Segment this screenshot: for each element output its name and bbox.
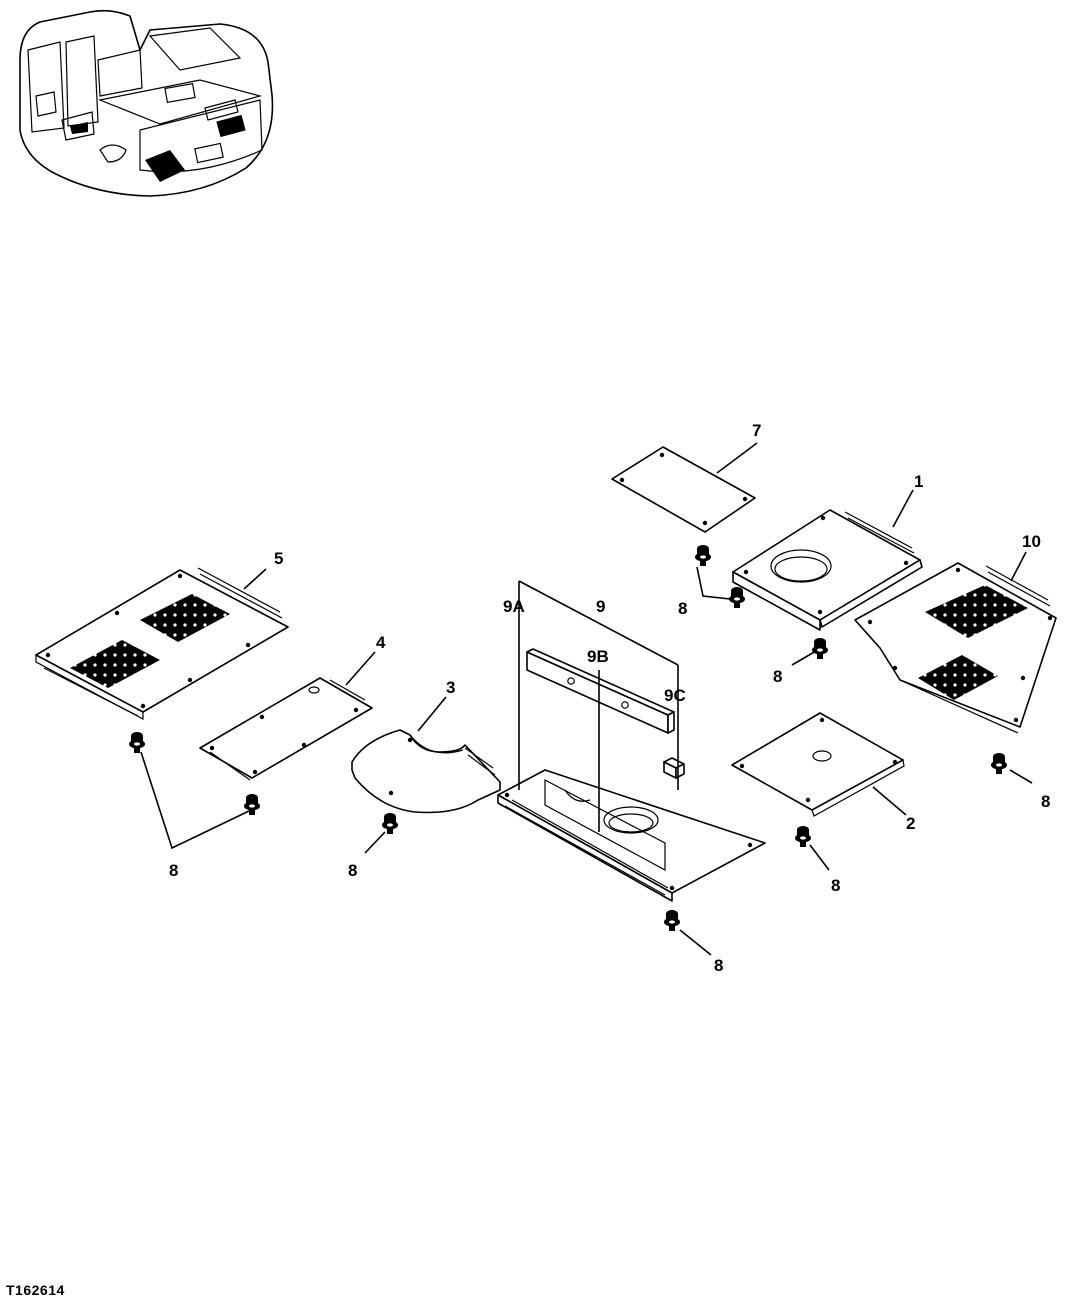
callout-3: 3 [446, 678, 455, 697]
flange-bolt-icon [129, 732, 145, 753]
figure-id: T162614 [6, 1282, 65, 1298]
callout-1: 1 [914, 472, 923, 491]
callout-4: 4 [376, 633, 386, 652]
part-9b-bar [526, 648, 675, 734]
callout-8-part10-left: 8 [773, 667, 782, 686]
part-2-cover-plate [731, 712, 905, 817]
part-9c-block [663, 757, 685, 779]
part-3-shaped-cover [351, 729, 501, 814]
callout-8-part1: 8 [678, 599, 687, 618]
part-9a-floor-plate [497, 769, 766, 902]
callout-9b: 9B [587, 647, 609, 666]
callout-7: 7 [752, 421, 761, 440]
callout-8-part2: 8 [831, 876, 840, 895]
callout-8-parts-4-5: 8 [169, 861, 178, 880]
callout-10: 10 [1022, 532, 1041, 551]
part-7-cover [611, 446, 756, 533]
excavator-cab-overview-icon [19, 9, 274, 197]
callout-5: 5 [274, 549, 283, 568]
part-4-cover-plate [199, 677, 373, 781]
callout-8-part10: 8 [1041, 792, 1050, 811]
flange-bolt-icon [991, 753, 1007, 774]
callout-8-part3: 8 [348, 861, 357, 880]
flange-bolt-icon [664, 910, 680, 931]
part-5-floor-plate-grille [35, 567, 289, 720]
flange-bolt-icon [695, 545, 711, 566]
flange-bolt-icon [795, 826, 811, 847]
callout-9a: 9A [503, 597, 525, 616]
callout-9c: 9C [664, 686, 686, 705]
callout-2: 2 [906, 814, 915, 833]
callout-8-part9: 8 [714, 956, 723, 975]
callout-9: 9 [596, 597, 605, 616]
part-10-floor-plate-grille [854, 562, 1057, 734]
flange-bolt-icon [382, 813, 398, 834]
leader-lines [140, 442, 1033, 956]
flange-bolt-icon [812, 638, 828, 659]
part-1-floor-plate [732, 509, 923, 631]
flange-bolt-icon [729, 587, 745, 608]
